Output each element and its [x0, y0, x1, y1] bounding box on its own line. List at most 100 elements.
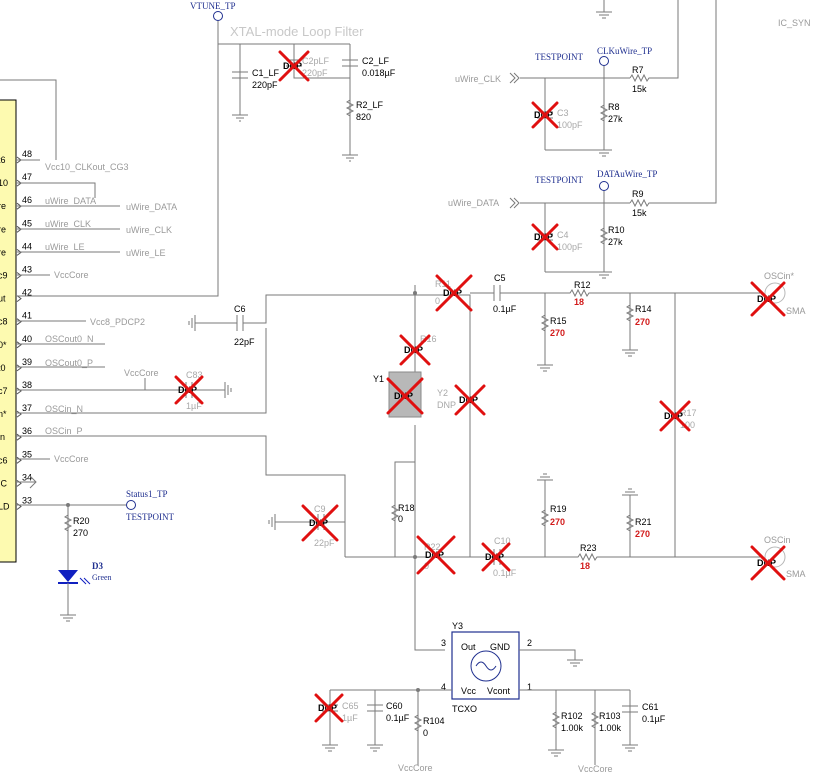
ic-syn-label: IC_SYN	[778, 18, 811, 28]
r10-ref: R10	[608, 225, 625, 235]
r102-ref: R102	[561, 711, 583, 721]
r103-ref: R103	[599, 711, 621, 721]
r17-ref: R17	[680, 408, 697, 418]
net-uwire-clk-right: uWire_CLK	[126, 225, 172, 235]
net-uwire-clk-left: uWire_CLK	[45, 219, 91, 229]
r20-ref: R20	[73, 516, 90, 526]
c1lf-ref: C1_LF	[252, 68, 280, 78]
y3-value: TCXO	[452, 704, 477, 714]
net-vcccore-43: VccCore	[54, 270, 89, 280]
c61-value: 0.1µF	[642, 714, 666, 724]
y2-ref: Y2	[437, 388, 448, 398]
r9-ref: R9	[632, 189, 644, 199]
dnp-cross-r17	[659, 400, 691, 432]
c5-ref: C5	[494, 273, 506, 283]
ic-pin-number: 38	[22, 380, 32, 390]
c60-value: 0.1µF	[386, 713, 410, 723]
c60-ref: C60	[386, 701, 403, 711]
net-uwire-data-right: uWire_DATA	[126, 202, 177, 212]
status1-tp-label: Status1_TP	[126, 489, 168, 499]
ic-pin-name: in	[0, 432, 5, 442]
ic-pin-number: 44	[22, 241, 32, 251]
c2lf-value: 0.018µF	[362, 68, 396, 78]
y3-pin1: 1	[527, 682, 532, 692]
r15-value: 270	[550, 328, 565, 338]
dnp-cross-c4	[531, 223, 559, 251]
c4-value: 100pF	[557, 242, 583, 252]
loop-filter-title: XTAL-mode Loop Filter	[230, 24, 364, 39]
ic-pin-number: 46	[22, 195, 32, 205]
c9-ref: C9	[314, 504, 326, 514]
net-vcccore-bottom-right: VccCore	[578, 764, 613, 773]
c5-value: 0.1µF	[493, 304, 517, 314]
vtune-testpoint-icon[interactable]	[213, 11, 223, 21]
oscin-star-sma-icon[interactable]	[764, 282, 786, 304]
c83-value: 1µF	[186, 401, 202, 411]
y3-tcxo	[451, 631, 520, 700]
r18-value: 0	[398, 514, 403, 524]
net-oscin-n: OSCin_N	[45, 404, 83, 414]
r23-ref: R23	[580, 543, 597, 553]
ic-pin-37: n*37	[0, 403, 32, 419]
dnp-cross-oscin	[750, 545, 786, 581]
r20-value: 270	[73, 528, 88, 538]
led-d3-icon	[58, 570, 78, 582]
r17-value: 100	[680, 420, 695, 430]
dnp-cross-y2	[454, 384, 486, 416]
ic-pin-name: IC	[0, 478, 8, 488]
ic-pin-name: re	[0, 201, 6, 211]
dnp-cross-r22	[416, 535, 456, 575]
ic-pin-number: 33	[22, 496, 32, 506]
c3-ref: C3	[557, 108, 569, 118]
c9-value: 22pF	[314, 538, 335, 548]
vtune-tp-label: VTUNE_TP	[190, 1, 236, 11]
ic-pin-34: IC 34	[0, 472, 32, 488]
testpoint-label-2: TESTPOINT	[535, 175, 583, 185]
r18-ref: R18	[398, 503, 415, 513]
oscin-label: OSCin	[764, 535, 791, 545]
testpoint-label-1: TESTPOINT	[535, 52, 583, 62]
sma-label-2: SMA	[786, 569, 806, 579]
ic-pin-name: 10	[0, 178, 8, 188]
clkuwire-testpoint-icon[interactable]	[599, 56, 609, 66]
c2plf-value: 220pF	[302, 68, 328, 78]
r12-ref: R12	[574, 280, 591, 290]
ic-pin-39: t039	[0, 357, 32, 373]
ic-pin-number: 34	[22, 472, 32, 482]
net-vcc8-pdcp2: Vcc8_PDCP2	[90, 317, 145, 327]
r8-ref: R8	[608, 102, 620, 112]
testpoint-label-3: TESTPOINT	[126, 512, 174, 522]
net-oscout0-n: OSCout0_N	[45, 334, 94, 344]
net-vcc10-clkout: Vcc10_CLKout_CG3	[45, 162, 129, 172]
oscin-sma-icon[interactable]	[764, 546, 786, 568]
c10-value: 0.1µF	[493, 568, 517, 578]
dnp-markers: DNPDNPDNPDNPDNPDNPDNPDNPDNPDNPDNPDNPDNPD…	[174, 50, 786, 723]
r19-ref: R19	[550, 504, 567, 514]
c61-ref: C61	[642, 702, 659, 712]
y3-pin-vcc: Vcc	[461, 686, 477, 696]
ic-pin-name: re	[0, 247, 6, 257]
r21-ref: R21	[635, 517, 652, 527]
ic-pin-name: t6	[0, 155, 6, 165]
y3-pin-vcont: Vcont	[487, 686, 511, 696]
r104-value: 0	[423, 728, 428, 738]
ic-pin-36: in36	[0, 426, 32, 442]
c65-ref: C65	[342, 701, 359, 711]
ic-pin-name: c8	[0, 317, 8, 327]
ic-pin-name: c7	[0, 386, 8, 396]
r2lf-value: 820	[356, 112, 371, 122]
dnp-cross-r16	[399, 334, 431, 366]
r19-value: 270	[550, 517, 565, 527]
status1-testpoint-icon[interactable]	[126, 500, 136, 510]
c2plf-ref: C2pLF	[302, 56, 330, 66]
ic-pin-name: c9	[0, 271, 8, 281]
dnp-cross-c83	[174, 375, 204, 405]
d3-value: Green	[92, 573, 112, 582]
datauwire-testpoint-icon[interactable]	[599, 181, 609, 191]
y1-ref: Y1	[373, 374, 384, 384]
r12-value: 18	[574, 297, 584, 307]
y3-ref: Y3	[452, 621, 463, 631]
